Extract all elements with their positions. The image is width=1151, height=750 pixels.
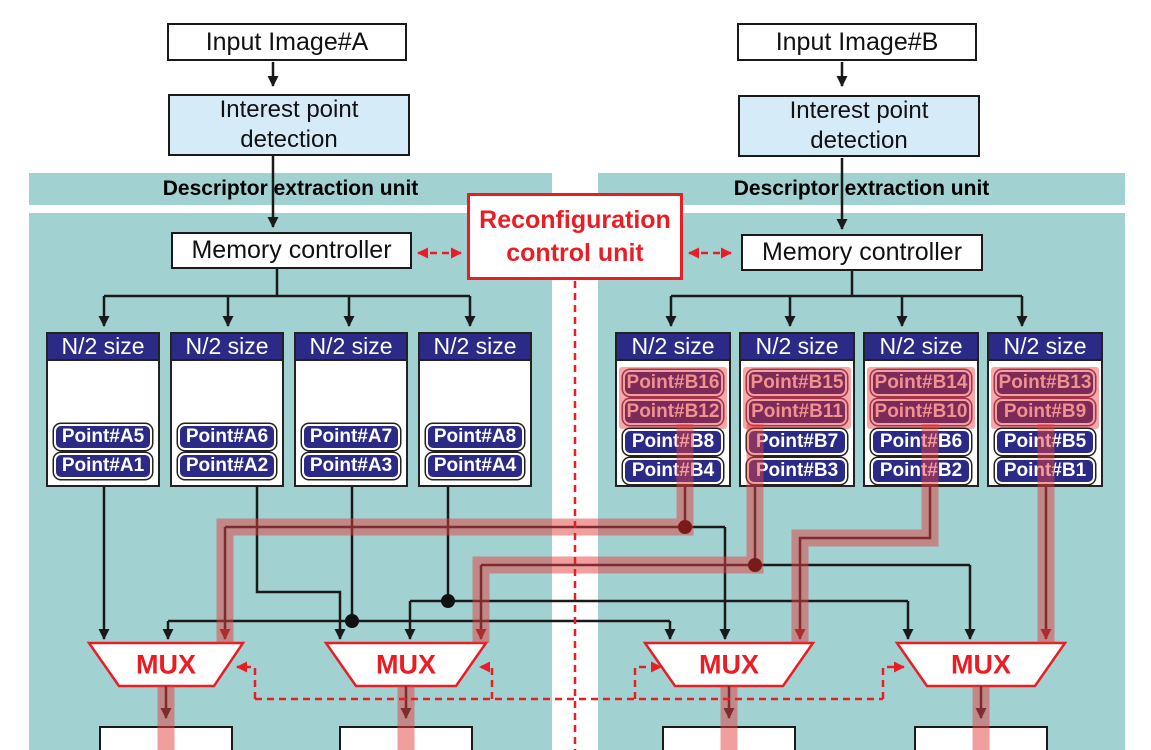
point-badge: Point#A5 — [54, 424, 152, 450]
point-badge: Point#A2 — [178, 453, 276, 479]
point-badge: Point#B8 — [623, 429, 723, 455]
input-image-b-box: Input Image#B — [737, 23, 977, 61]
bank-a3: N/2 size Point#A7 Point#A3 — [294, 332, 408, 487]
point-badge-highlighted: Point#B13 — [995, 370, 1095, 396]
bank-a3-header: N/2 size — [296, 333, 406, 361]
right-unit-title-band: Descriptor extraction unit — [598, 173, 1125, 205]
bank-b3: N/2 size Point#B14 Point#B10 Point#B6 Po… — [863, 332, 979, 487]
detect-b-line2: detection — [810, 127, 908, 154]
mux-3-label: MUX — [699, 649, 759, 680]
bottom-box-4 — [914, 726, 1048, 750]
point-badge-highlighted: Point#B14 — [871, 370, 971, 396]
interest-point-detection-b-box: Interest point detection — [738, 95, 980, 157]
point-badge-highlighted: Point#B15 — [747, 370, 847, 396]
point-badge-highlighted: Point#B10 — [871, 399, 971, 425]
bank-a4: N/2 size Point#A8 Point#A4 — [418, 332, 532, 487]
right-unit-title: Descriptor extraction unit — [733, 177, 990, 200]
left-unit-title: Descriptor extraction unit — [162, 177, 419, 200]
point-badge-highlighted: Point#B16 — [623, 370, 723, 396]
bank-b4: N/2 size Point#B13 Point#B9 Point#B5 Poi… — [987, 332, 1103, 487]
bank-b2-header: N/2 size — [741, 333, 853, 361]
memory-controller-b-box: Memory controller — [741, 234, 983, 271]
point-badge: Point#A6 — [178, 424, 276, 450]
point-badge: Point#B6 — [871, 429, 971, 455]
bottom-box-3 — [662, 726, 796, 750]
mux-2-label: MUX — [376, 649, 436, 680]
point-badge: Point#B1 — [995, 458, 1095, 484]
reconf-line2: control unit — [506, 238, 644, 267]
bank-a1-header: N/2 size — [48, 333, 158, 361]
mux-4-label: MUX — [951, 649, 1011, 680]
interest-point-detection-a-box: Interest point detection — [168, 94, 410, 156]
point-badge: Point#A3 — [302, 453, 400, 479]
bank-b1-header: N/2 size — [617, 333, 729, 361]
bank-a4-header: N/2 size — [420, 333, 530, 361]
detect-a-line1: Interest point — [219, 96, 359, 123]
bank-b3-header: N/2 size — [865, 333, 977, 361]
point-badge: Point#A7 — [302, 424, 400, 450]
detect-b-line1: Interest point — [789, 97, 929, 124]
detect-a-line2: detection — [240, 126, 338, 153]
point-badge-highlighted: Point#B11 — [747, 399, 847, 425]
bottom-box-1 — [99, 726, 233, 750]
bank-b4-header: N/2 size — [989, 333, 1101, 361]
point-badge: Point#B5 — [995, 429, 1095, 455]
bank-b1: N/2 size Point#B16 Point#B12 Point#B8 Po… — [615, 332, 731, 487]
memory-controller-a-box: Memory controller — [171, 232, 412, 269]
mux-1-label: MUX — [136, 649, 196, 680]
left-unit-title-band: Descriptor extraction unit — [29, 173, 552, 205]
bank-a2: N/2 size Point#A6 Point#A2 — [170, 332, 284, 487]
point-badge: Point#B2 — [871, 458, 971, 484]
point-badge: Point#B3 — [747, 458, 847, 484]
point-badge: Point#A4 — [426, 453, 524, 479]
bank-a1: N/2 size Point#A5 Point#A1 — [46, 332, 160, 487]
point-badge: Point#A1 — [54, 453, 152, 479]
point-badge: Point#A8 — [426, 424, 524, 450]
bank-b2: N/2 size Point#B15 Point#B11 Point#B7 Po… — [739, 332, 855, 487]
reconf-line1: Reconfiguration — [479, 206, 671, 234]
point-badge-highlighted: Point#B9 — [995, 399, 1095, 425]
point-badge: Point#B7 — [747, 429, 847, 455]
point-badge: Point#B4 — [623, 458, 723, 484]
input-image-a-box: Input Image#A — [167, 23, 407, 61]
bank-a2-header: N/2 size — [172, 333, 282, 361]
point-badge-highlighted: Point#B12 — [623, 399, 723, 425]
bottom-box-2 — [339, 726, 473, 750]
reconfiguration-control-unit-box: Reconfiguration control unit — [467, 193, 683, 280]
